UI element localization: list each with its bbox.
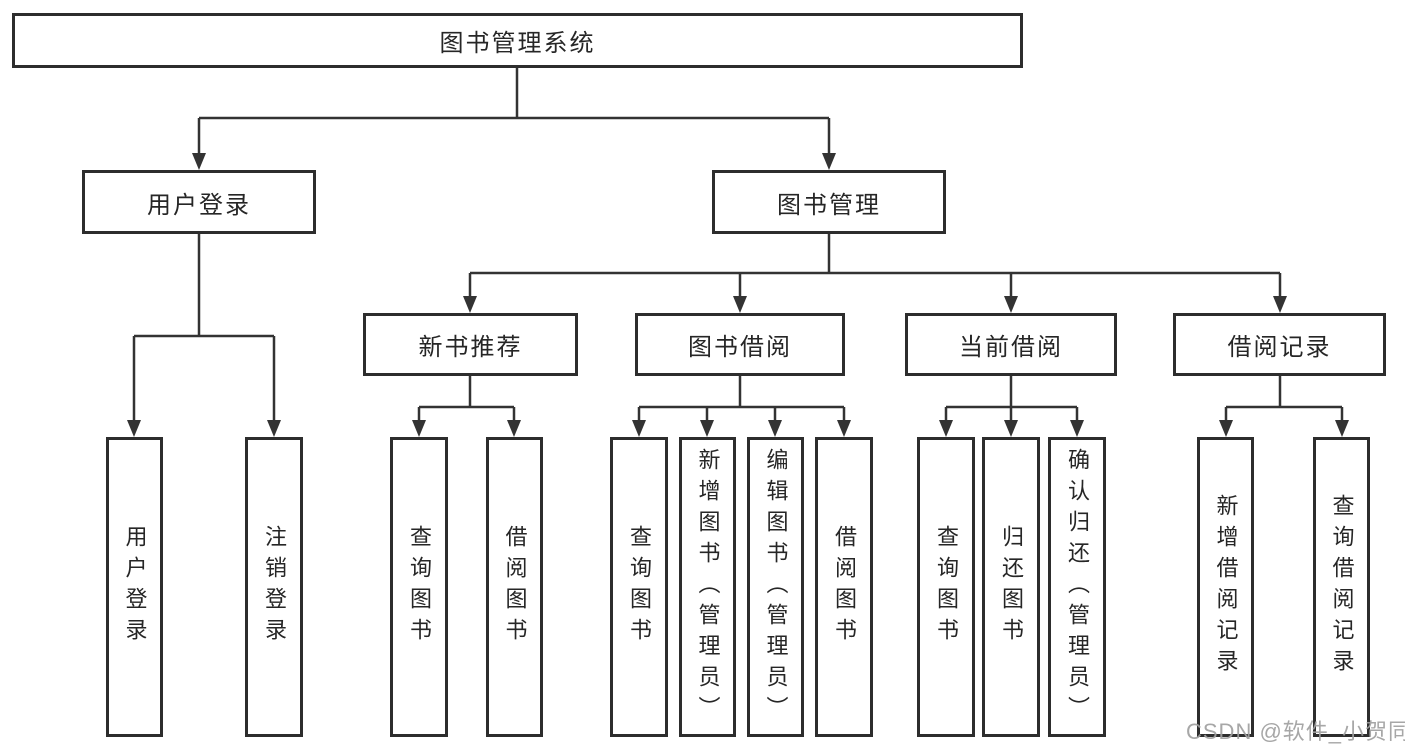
leaf-user-login: 用户登录 xyxy=(106,437,163,737)
leaf-current-return-books: 归还图书 xyxy=(982,437,1040,737)
node-book-management: 图书管理 xyxy=(712,170,946,234)
leaf-current-confirm-return-admin: 确认归还（管理员） xyxy=(1048,437,1106,737)
node-label: 查询图书 xyxy=(407,525,432,649)
node-label: 新书推荐 xyxy=(418,334,523,361)
leaf-recommend-query-books: 查询图书 xyxy=(390,437,448,737)
node-label: 图书管理系统 xyxy=(439,30,596,57)
leaf-borrow-borrow-books: 借阅图书 xyxy=(815,437,873,737)
watermark-csdn: CSDN @软件_小贺同学 xyxy=(1186,719,1405,744)
leaf-records-query-borrow-record: 查询借阅记录 xyxy=(1313,437,1370,737)
leaf-borrow-add-books-admin: 新增图书（管理员） xyxy=(679,437,736,737)
node-label: 编辑图书（管理员） xyxy=(763,447,789,727)
node-library-management-system: 图书管理系统 xyxy=(12,13,1023,68)
node-borrowing-records: 借阅记录 xyxy=(1173,313,1386,376)
leaf-current-query-books: 查询图书 xyxy=(917,437,975,737)
node-label: 查询借阅记录 xyxy=(1329,494,1355,680)
node-label: 当前借阅 xyxy=(959,334,1063,361)
node-current-borrowing: 当前借阅 xyxy=(905,313,1117,376)
node-label: 确认归还（管理员） xyxy=(1065,447,1090,727)
leaf-logout: 注销登录 xyxy=(245,437,303,737)
node-new-book-recommendation: 新书推荐 xyxy=(363,313,578,376)
node-label: 借阅图书 xyxy=(832,525,857,649)
leaf-borrow-query-books: 查询图书 xyxy=(610,437,668,737)
leaf-records-add-borrow-record: 新增借阅记录 xyxy=(1197,437,1254,737)
leaf-recommend-borrow-books: 借阅图书 xyxy=(486,437,543,737)
node-label: 新增图书（管理员） xyxy=(695,447,721,727)
node-label: 注销登录 xyxy=(262,525,287,649)
node-label: 归还图书 xyxy=(999,525,1024,649)
node-user-login: 用户登录 xyxy=(82,170,316,234)
node-book-borrowing: 图书借阅 xyxy=(635,313,845,376)
node-label: 新增借阅记录 xyxy=(1213,494,1239,680)
node-label: 借阅记录 xyxy=(1227,334,1332,361)
node-label: 借阅图书 xyxy=(502,525,528,649)
node-label: 查询图书 xyxy=(934,525,959,649)
leaf-borrow-edit-books-admin: 编辑图书（管理员） xyxy=(747,437,804,737)
node-label: 用户登录 xyxy=(147,191,251,219)
node-label: 图书管理 xyxy=(777,191,881,219)
node-label: 用户登录 xyxy=(122,525,148,649)
node-label: 图书借阅 xyxy=(688,334,792,361)
node-label: 查询图书 xyxy=(627,525,652,649)
